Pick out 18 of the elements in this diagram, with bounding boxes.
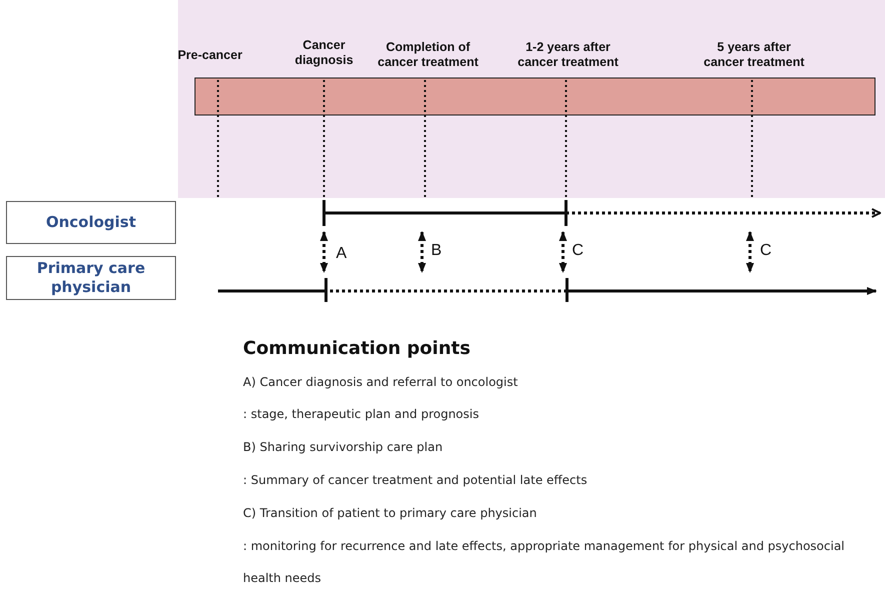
- note-text: B) Sharing survivorship care plan: [243, 439, 444, 456]
- communication-point-letter: B: [431, 242, 442, 260]
- communication-point-letter: C: [760, 242, 772, 260]
- milestone-label: Completion of cancer treatment: [376, 40, 480, 70]
- milestone-label: Pre-cancer: [176, 48, 244, 63]
- note-text: : monitoring for recurrence and late effects, appropriate management for physical and psychosocial health needs: [243, 538, 846, 587]
- note-text: C) Transition of patient to primary care physician: [243, 505, 538, 522]
- note-text: A) Cancer diagnosis and referral to oncologist: [243, 374, 519, 391]
- role-box: Oncologist: [6, 201, 176, 244]
- note-text: : stage, therapeutic plan and prognosis: [243, 406, 480, 423]
- milestone-label: 5 years after cancer treatment: [702, 40, 806, 70]
- role-box: Primary care physician: [6, 256, 176, 300]
- communication-point-letter: A: [336, 245, 347, 263]
- milestone-label: Cancer diagnosis: [294, 38, 354, 68]
- communication-point-letter: C: [572, 242, 584, 260]
- milestone-label: 1-2 years after cancer treatment: [516, 40, 620, 70]
- section-heading: Communication points: [243, 338, 470, 359]
- note-text: : Summary of cancer treatment and potential late effects: [243, 472, 588, 489]
